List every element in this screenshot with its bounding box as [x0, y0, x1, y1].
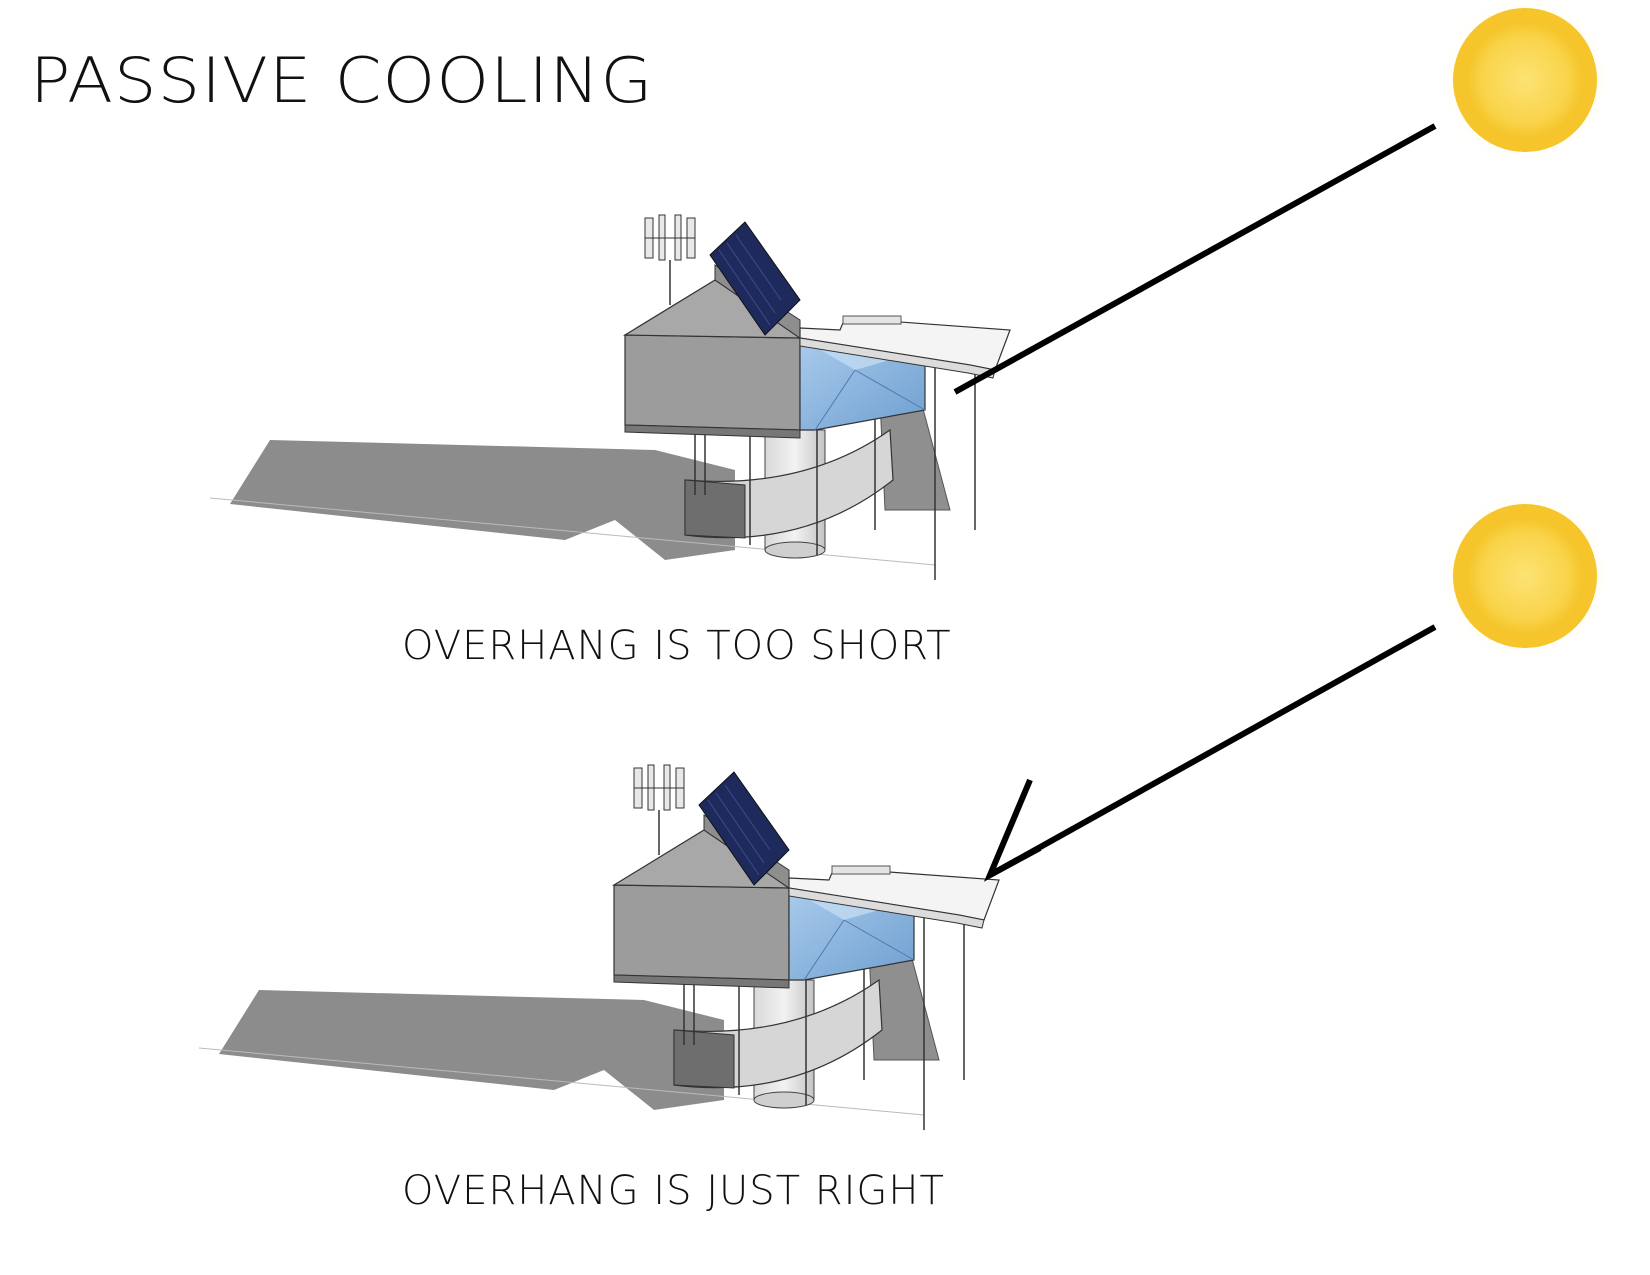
house-illustration-1 [209, 214, 1011, 581]
sun-ray-arrow [983, 624, 1437, 882]
panel-overhang-too-short [209, 0, 1613, 581]
caption-overhang-too-short: OVERHANG IS TOO SHORT [402, 623, 952, 669]
page-title: PASSIVE COOLING [30, 44, 654, 117]
panel-overhang-just-right [198, 488, 1613, 1131]
sun-icon [1437, 0, 1613, 168]
caption-overhang-just-right: OVERHANG IS JUST RIGHT [402, 1168, 945, 1214]
sun-icon [1437, 488, 1613, 664]
house-illustration-2 [198, 764, 1000, 1131]
sun-ray-line [953, 123, 1437, 395]
